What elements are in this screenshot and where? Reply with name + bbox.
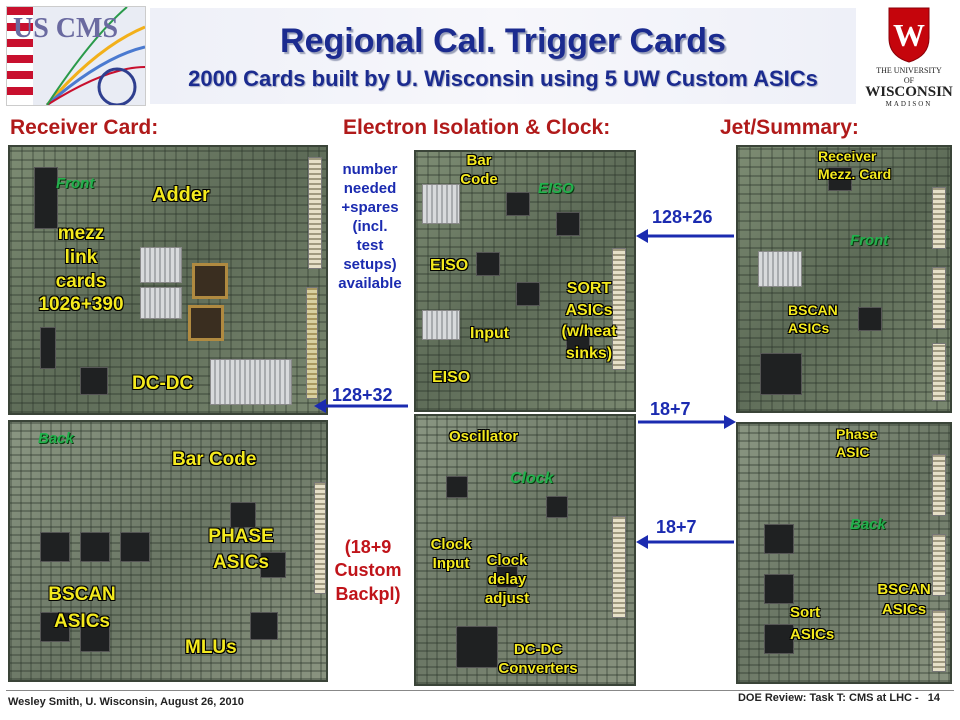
uw-logo-name: WISCONSIN	[865, 84, 953, 100]
adder-label: Adder	[152, 184, 210, 206]
clock-card-photo	[414, 414, 636, 686]
receiver-barcode-label: Bar Code	[172, 449, 257, 470]
oscillator-label: Oscillator	[449, 428, 519, 445]
receiver-card-heading: Receiver Card:	[10, 116, 159, 139]
svg-text:W: W	[893, 17, 925, 53]
jet-summary-front-photo	[736, 145, 952, 413]
footer-review-text: DOE Review: Task T: CMS at LHC -	[737, 692, 919, 704]
electron-isolation-heading: Electron Isolation & Clock:	[343, 116, 611, 139]
backplane-count-note: (18+9 Custom Backpl)	[334, 537, 402, 604]
dcdc-label: DC-DC	[132, 373, 194, 394]
jet-arrow-icon	[638, 415, 736, 429]
jet-summary-heading: Jet/Summary:	[720, 116, 859, 139]
receiver-front-label: Front	[56, 175, 95, 192]
uw-crest-icon: W	[888, 7, 930, 63]
eiso-label-1: EISO	[430, 257, 469, 274]
eiso-arrow-icon	[636, 229, 734, 243]
clock-input-label: Clock Input	[430, 536, 472, 572]
jet-back-label: Back	[850, 516, 886, 533]
page-subtitle: 2000 Cards built by U. Wisconsin using 5…	[188, 66, 818, 91]
eiso-label-2: EISO	[432, 369, 471, 386]
receiver-count-label: 128+32	[332, 385, 393, 405]
page-number: 14	[927, 692, 940, 704]
jet-count-label: 18+7	[650, 399, 691, 419]
receiver-mezz-card-label: Receiver Mezz. Card	[818, 148, 892, 182]
page-title: Regional Cal. Trigger Cards	[280, 22, 726, 60]
jet-front-bscan-label: BSCAN ASICs	[788, 302, 838, 336]
clock-count-label: 18+7	[656, 517, 697, 537]
clock-dcdc-label: DC-DC Converters	[498, 641, 578, 677]
uscms-logo: US CMS	[6, 6, 146, 106]
eiso-barcode-label: Bar Code	[460, 152, 498, 188]
jet-front-label: Front	[850, 232, 889, 249]
mezz-link-cards-label: mezz link cards 1026+390	[38, 223, 124, 316]
uscms-logo-text: US CMS	[13, 13, 119, 44]
clock-arrow-icon	[636, 535, 734, 549]
receiver-bscan-asics-label: BSCAN ASICs	[48, 584, 116, 632]
phase-asics-label: PHASE ASICs	[208, 526, 274, 573]
receiver-arrow-icon	[314, 399, 408, 413]
jet-sort-asics-label: Sort ASICs	[790, 604, 835, 643]
jet-back-bscan-label: BSCAN ASICs	[877, 581, 931, 618]
jet-phase-asic-label: Phase ASIC	[836, 426, 878, 460]
eiso-green-label: EISO	[538, 180, 574, 197]
receiver-back-label: Back	[38, 430, 74, 447]
uw-logo: W THE UNIVERSITY OF WISCONSIN MADISON	[862, 4, 956, 108]
receiver-card-back-photo	[8, 420, 328, 682]
footer-author: Wesley Smith, U. Wisconsin, August 26, 2…	[8, 696, 244, 708]
electron-isolation-card-photo	[414, 150, 636, 412]
clock-green-label: Clock	[510, 470, 554, 487]
uscms-logo-graphic	[7, 7, 145, 105]
receiver-card-front-photo	[8, 145, 328, 415]
sort-asics-label: SORT ASICs (w/heat sinks)	[561, 280, 617, 362]
uw-logo-the: THE UNIVERSITY	[876, 66, 942, 75]
clock-delay-adjust-label: Clock delay adjust	[484, 552, 530, 607]
uw-logo-of: OF	[903, 76, 915, 85]
input-label: Input	[470, 325, 510, 342]
footer-divider	[6, 690, 954, 691]
title-box	[150, 8, 856, 104]
number-needed-note: number needed +spares (incl. test setups…	[338, 161, 402, 293]
jet-summary-back-photo	[736, 422, 952, 684]
uw-logo-city: MADISON	[885, 100, 933, 108]
mlus-label: MLUs	[185, 637, 237, 658]
eiso-count-label: 128+26	[652, 207, 713, 227]
footer-review: DOE Review: Task T: CMS at LHC - 14	[640, 692, 940, 704]
